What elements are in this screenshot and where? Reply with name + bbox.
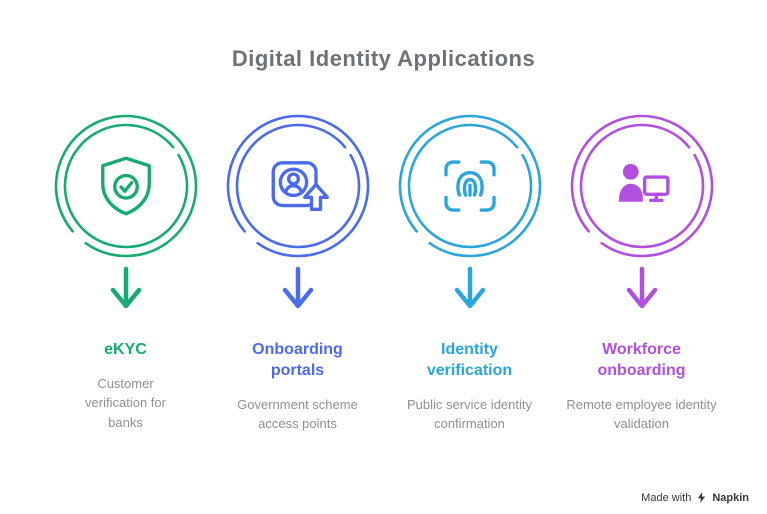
sketch-ring xyxy=(226,114,369,258)
fingerprint-scan-icon xyxy=(443,160,496,212)
item-description: Public service identity confirmation xyxy=(407,396,532,432)
item-description: Remote employee identity validation xyxy=(566,396,717,432)
down-arrow-icon xyxy=(626,266,657,309)
sketch-ring xyxy=(398,114,541,258)
napkin-logo-icon xyxy=(698,492,706,503)
down-arrow-icon xyxy=(110,266,141,309)
item-column-ekyc: eKYC Customer verification for banks xyxy=(44,110,208,434)
shield-check-icon xyxy=(100,156,151,216)
sketch-ring xyxy=(54,114,197,258)
circle-frame xyxy=(566,110,718,262)
item-title: Identity verification xyxy=(426,341,513,379)
item-title: Workforce onboarding xyxy=(597,341,686,379)
napkin-credit[interactable]: Made with Napkin xyxy=(641,491,749,504)
item-column-workforce-onboarding: Workforce onboarding Remote employee ide… xyxy=(560,110,724,434)
circle-frame xyxy=(50,110,202,262)
person-monitor-icon xyxy=(618,163,670,202)
item-description: Customer verification for banks xyxy=(85,375,166,430)
napkin-brand-label: Napkin xyxy=(712,491,749,504)
sketch-ring xyxy=(570,114,713,258)
circle-frame xyxy=(222,110,374,262)
down-arrow-icon xyxy=(282,266,313,309)
made-with-label: Made with xyxy=(641,491,692,504)
items-row: eKYC Customer verification for banks xyxy=(0,110,767,434)
item-description: Government scheme access points xyxy=(237,396,358,432)
item-title: Onboarding portals xyxy=(252,341,343,379)
item-column-identity-verification: Identity verification Public service ide… xyxy=(388,110,552,434)
diagram-title: Digital Identity Applications xyxy=(231,46,536,71)
item-column-onboarding-portals: Onboarding portals Government scheme acc… xyxy=(216,110,380,434)
id-upload-icon xyxy=(271,161,329,211)
down-arrow-icon xyxy=(454,266,485,309)
circle-frame xyxy=(394,110,546,262)
item-title: eKYC xyxy=(104,341,147,358)
